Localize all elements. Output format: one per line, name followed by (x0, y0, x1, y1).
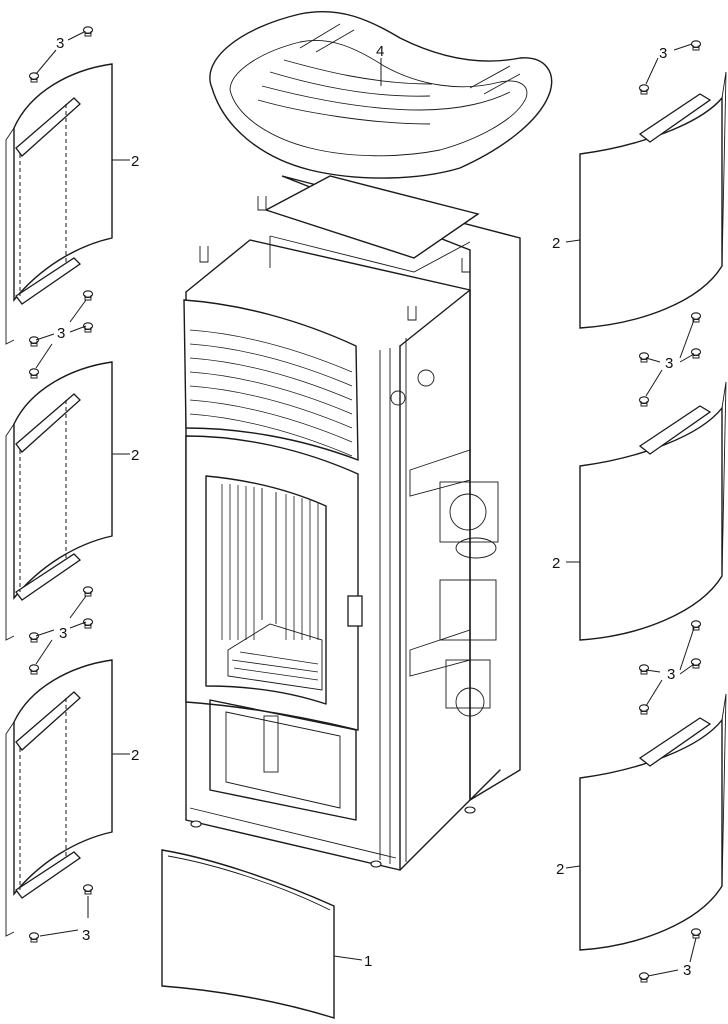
left-side-panel-middle (5, 361, 113, 641)
callout-right-panel-bottom: 2 (556, 861, 564, 878)
callout-front-panel: 1 (364, 953, 372, 970)
front-panel (161, 849, 335, 1019)
leader-lines (35, 31, 697, 977)
callout-screw: 3 (59, 625, 67, 642)
callout-screw: 3 (659, 45, 667, 62)
stove-front (183, 299, 363, 821)
callout-screw: 3 (82, 927, 90, 944)
callout-labels: 4 1 2 2 2 2 2 2 3 3 3 3 3 3 3 3 (56, 35, 691, 979)
callout-screw: 3 (667, 666, 675, 683)
right-side-panel-bottom (579, 693, 727, 951)
callout-screw: 3 (683, 962, 691, 979)
callout-left-panel-bottom: 2 (131, 747, 139, 764)
left-side-panel-top (5, 63, 113, 345)
callout-left-panel-top: 2 (131, 153, 139, 170)
stove-body (185, 175, 521, 871)
callout-screw: 3 (56, 35, 64, 52)
right-side-panel-top (579, 71, 727, 329)
right-side-panel-middle (579, 381, 727, 641)
left-side-panel-bottom (5, 659, 113, 937)
callout-screw: 3 (665, 355, 673, 372)
callout-right-panel-middle: 2 (552, 555, 560, 572)
top-cover (209, 11, 553, 179)
callout-left-panel-middle: 2 (131, 447, 139, 464)
callout-screw: 3 (57, 325, 65, 342)
callout-right-panel-top: 2 (552, 235, 560, 252)
callout-top-cover: 4 (376, 43, 384, 60)
